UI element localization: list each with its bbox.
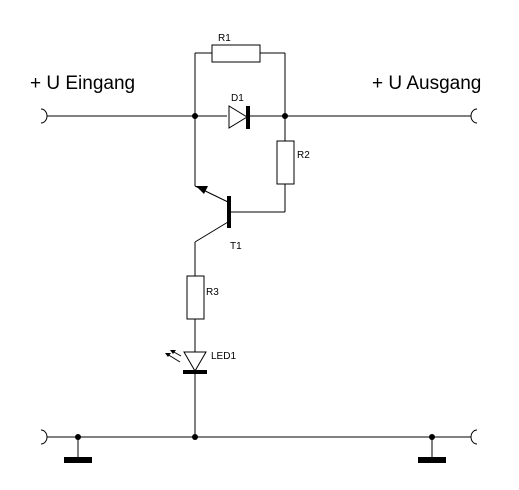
emitter-arrow-icon [196, 186, 208, 194]
resistor-r3 [186, 275, 205, 320]
junction-dot [192, 113, 198, 119]
junction-dot [282, 113, 288, 119]
output-terminal-label: + U Ausgang [372, 73, 481, 94]
light-arrows-icon [165, 350, 182, 363]
resistor-r1 [211, 44, 261, 63]
resistor-r2 [276, 140, 295, 185]
ground-terminal-left [40, 429, 48, 445]
input-terminal [40, 108, 48, 124]
r3-label: R3 [206, 287, 219, 298]
diode-d1 [228, 105, 248, 129]
d1-label: D1 [231, 93, 244, 104]
input-terminal-label: + U Eingang [30, 73, 135, 94]
led-led1 [183, 351, 207, 372]
output-terminal [470, 108, 478, 124]
ground-symbol-right [418, 457, 446, 463]
junction-dot [75, 434, 81, 440]
transistor-collector [194, 221, 229, 243]
ground-symbol-left [64, 457, 92, 463]
junction-dot [429, 434, 435, 440]
r2-label: R2 [297, 150, 310, 161]
t1-label: T1 [230, 241, 242, 252]
led1-label: LED1 [211, 351, 236, 362]
junction-dot [192, 434, 198, 440]
r1-label: R1 [218, 33, 231, 44]
ground-terminal-right [470, 429, 478, 445]
